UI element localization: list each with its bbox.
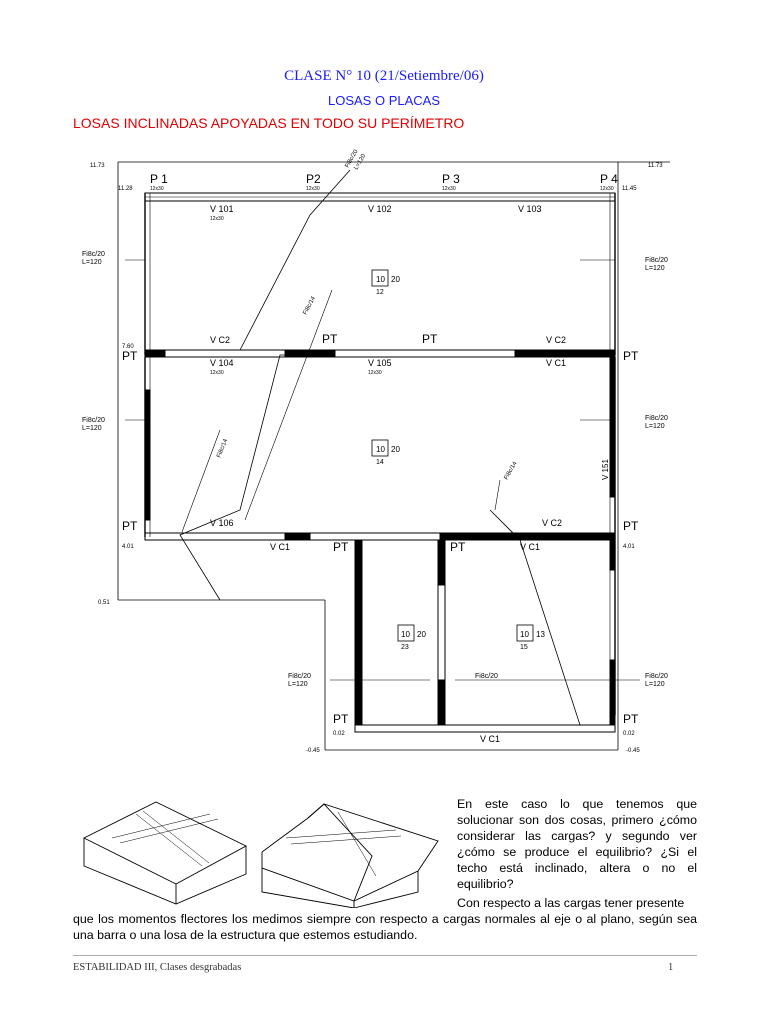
rebar-diag-2: Fi8c/14 [216, 438, 229, 459]
slab-1-thickness: 10 [376, 275, 385, 284]
slab-3-b: 20 [417, 630, 426, 639]
class-heading: CLASE N° 10 (21/Setiembre/06) [284, 68, 484, 84]
slab-2-c: 14 [376, 459, 384, 466]
column-p1-size: 12x30 [150, 186, 164, 192]
slab-2-thickness: 10 [376, 445, 385, 454]
beam-vc2-top-right: V C2 [546, 335, 566, 345]
rebar-right-1-len: L=120 [645, 265, 665, 272]
slab-3-thickness: 10 [401, 630, 410, 639]
rebar-bottom-left-len: L=120 [288, 681, 308, 688]
rebar-right-2-len: L=120 [645, 423, 665, 430]
level-1145: 11.45 [622, 186, 637, 192]
beam-size-3: 12x30 [368, 370, 382, 376]
column-p3-size: 12x30 [442, 186, 456, 192]
rebar-diag-1: Fi8c/14 [302, 295, 317, 316]
structural-plan: P 1 P2 P 3 P 4 12x30 12x30 12x30 12x30 P… [82, 148, 670, 754]
level-002-left: 0.02 [333, 731, 345, 737]
column-pt-3: PT [122, 349, 138, 363]
level-1173-right: 11.73 [648, 163, 663, 169]
column-pt-9: PT [333, 712, 349, 726]
beam-vc1-top: V C1 [546, 358, 566, 368]
column-pt-5: PT [122, 519, 138, 533]
rebar-mid: Fi8c/20 [475, 673, 498, 680]
column-p4-size: 12x30 [600, 186, 614, 192]
level-401-right: 4.01 [623, 544, 635, 550]
beam-v104: V 104 [210, 358, 234, 368]
section-title: LOSAS INCLINADAS APOYADAS EN TODO SU PER… [73, 115, 465, 131]
column-p2: P2 [306, 172, 321, 186]
beam-vc2-mid: V C2 [542, 518, 562, 528]
paragraph-loads-start: Con respecto a las cargas tener presente [457, 896, 685, 910]
slab-4-b: 13 [536, 630, 545, 639]
column-pt-1: PT [322, 332, 338, 346]
subtitle: LOSAS O PLACAS [328, 93, 440, 108]
level-401-left: 4.01 [122, 544, 134, 550]
rebar-right-2: Fi8c/20 [645, 415, 668, 422]
page-number: 1 [668, 962, 674, 973]
beam-vc1-bottom: V C1 [480, 734, 500, 744]
rebar-bottom-left: Fi8c/20 [288, 673, 311, 680]
level-1173-left: 11.73 [90, 163, 105, 169]
beam-vc1-mid-right: V C1 [520, 542, 540, 552]
level-045-left: -0.45 [306, 748, 320, 754]
beam-size-1: 12x30 [210, 216, 224, 222]
beam-v102: V 102 [368, 204, 392, 214]
column-p2-size: 12x30 [306, 186, 320, 192]
level-760: 7.60 [122, 344, 134, 350]
column-p3: P 3 [442, 172, 460, 186]
column-pt-2: PT [422, 332, 438, 346]
column-p4: P 4 [600, 172, 618, 186]
rebar-left-1-len: L=120 [82, 259, 102, 266]
slab-3-c: 23 [401, 644, 409, 651]
beam-size-2: 12x30 [210, 370, 224, 376]
paragraph-loads: que los momentos flectores los medimos s… [73, 912, 697, 942]
beam-v101: V 101 [210, 204, 234, 214]
column-p1: P 1 [150, 172, 168, 186]
slab-4-c: 15 [520, 644, 528, 651]
beam-v105: V 105 [368, 358, 392, 368]
beam-v151: V 151 [601, 459, 610, 480]
footer-rule [73, 955, 697, 956]
rebar-left-1: Fi8c/20 [82, 251, 105, 258]
rebar-left-2: Fi8c/20 [82, 417, 105, 424]
column-pt-8: PT [450, 540, 466, 554]
level-045-right: -0.45 [626, 748, 640, 754]
rebar-left-2-len: L=120 [82, 425, 102, 432]
beam-v106: V 106 [210, 518, 234, 528]
column-pt-4: PT [623, 349, 639, 363]
column-pt-6: PT [623, 519, 639, 533]
slab-1-b: 20 [391, 275, 400, 284]
slab-2-b: 20 [391, 445, 400, 454]
column-pt-7: PT [333, 540, 349, 554]
footer-text: ESTABILIDAD III, Clases desgrabadas [73, 962, 242, 973]
beam-v103: V 103 [518, 204, 542, 214]
beam-vc2-top-left: V C2 [210, 335, 230, 345]
paragraph-intro: En este caso lo que tenemos que solucion… [457, 797, 697, 891]
rebar-bottom-right: Fi8c/20 [645, 673, 668, 680]
roof-sketches [82, 801, 439, 908]
rebar-diag-3: Fi8c/14 [504, 460, 519, 481]
slab-1-c: 12 [376, 289, 384, 296]
rebar-bottom-right-len: L=120 [645, 681, 665, 688]
slab-4-thickness: 10 [520, 630, 529, 639]
column-pt-10: PT [623, 712, 639, 726]
beam-vc1-mid-left: V C1 [270, 542, 290, 552]
rebar-right-1: Fi8c/20 [645, 257, 668, 264]
level-1128: 11.28 [118, 186, 133, 192]
level-002-right: 0.02 [623, 731, 635, 737]
level-051: 0.51 [98, 600, 110, 606]
